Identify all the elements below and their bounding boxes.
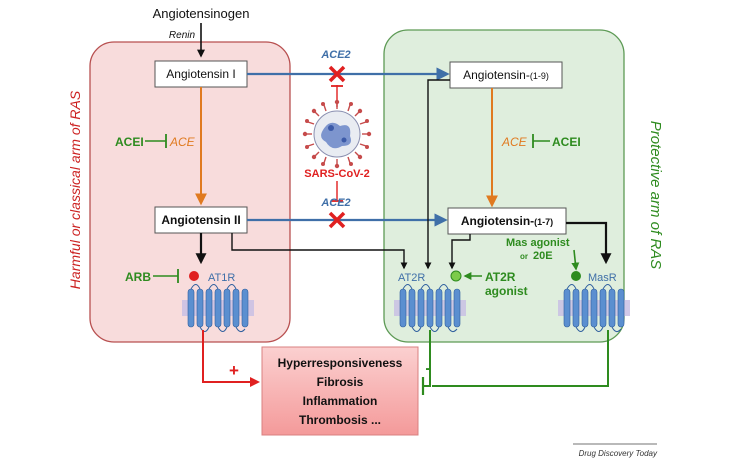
outcome-thrombosis: Thrombosis ... xyxy=(299,413,381,427)
ang17-to-at2r-arrow xyxy=(448,234,471,270)
masr-label: MasR xyxy=(588,272,617,284)
acei-left-label: ACEI xyxy=(115,135,144,149)
ace-right-label: ACE xyxy=(501,135,528,149)
ace-left-label: ACE xyxy=(169,135,196,149)
at2r-inhibit-outcome-line xyxy=(423,330,431,387)
outcome-box xyxy=(261,346,419,436)
masr-receptor-icon xyxy=(557,284,631,333)
at2r-label: AT2R xyxy=(398,272,425,284)
mas-agonist-20e-label: 20E xyxy=(533,250,553,262)
ace2-bottom-block-icon xyxy=(328,211,346,229)
protective-arm-panel xyxy=(383,29,625,343)
protective-arm-label: Protective arm of RAS xyxy=(647,121,664,269)
at2r-agonist-label-2: agonist xyxy=(485,284,528,298)
plus-sign: + xyxy=(229,361,239,380)
at2r-agonist-dot xyxy=(450,270,462,282)
ang19-to-at2r-arrow xyxy=(424,79,450,270)
ace2-top-block-icon xyxy=(328,65,346,83)
masr-ligand-dot xyxy=(571,271,581,281)
at1r-to-outcome-arrow xyxy=(202,330,260,387)
masr-inhibit-outcome-line xyxy=(432,330,609,387)
at2r-agonist-label-1: AT2R xyxy=(485,270,516,284)
mas-agonist-arrow xyxy=(571,249,580,271)
ang17-to-masr-arrow xyxy=(566,221,612,265)
angiotensin-1-label: Angiotensin I xyxy=(166,67,235,81)
harmful-arm-label: Harmful or classical arm of RAS xyxy=(67,90,83,289)
outcome-fibrosis: Fibrosis xyxy=(317,375,364,389)
journal-label: Drug Discovery Today xyxy=(579,449,658,458)
mas-agonist-or-label: or xyxy=(520,252,528,261)
renin-label: Renin xyxy=(169,30,196,41)
angiotensinogen-label: Angiotensinogen xyxy=(153,6,250,21)
at2r-receptor-icon xyxy=(393,284,467,333)
at1r-receptor-icon xyxy=(181,284,255,333)
sars-cov-2-virus-icon xyxy=(302,99,372,169)
outcome-inflammation: Inflammation xyxy=(303,394,378,408)
at1r-ligand-dot xyxy=(189,271,199,281)
arb-label: ARB xyxy=(125,270,151,284)
ace2-top-label: ACE2 xyxy=(320,49,350,61)
angiotensin-1-9-box xyxy=(449,61,563,89)
minus-sign: - xyxy=(425,360,430,377)
sars-cov-2-label: SARS-CoV-2 xyxy=(304,168,369,180)
at1r-label: AT1R xyxy=(208,272,235,284)
ang2-to-at2r-arrow xyxy=(231,233,408,270)
angiotensin-1-7-box xyxy=(447,207,567,235)
angiotensin-2-label: Angiotensin II xyxy=(161,213,240,227)
angiotensin-1-9-label: Angiotensin-(1-9) xyxy=(463,68,549,82)
outcome-hyperresponsiveness: Hyperresponsiveness xyxy=(278,356,403,370)
ace2-bottom-label: ACE2 xyxy=(320,197,350,209)
harmful-arm-panel xyxy=(89,41,291,343)
angiotensin-1-7-label: Angiotensin-(1-7) xyxy=(461,214,553,228)
acei-right-label: ACEI xyxy=(552,135,581,149)
mas-agonist-label: Mas agonist xyxy=(506,237,570,249)
